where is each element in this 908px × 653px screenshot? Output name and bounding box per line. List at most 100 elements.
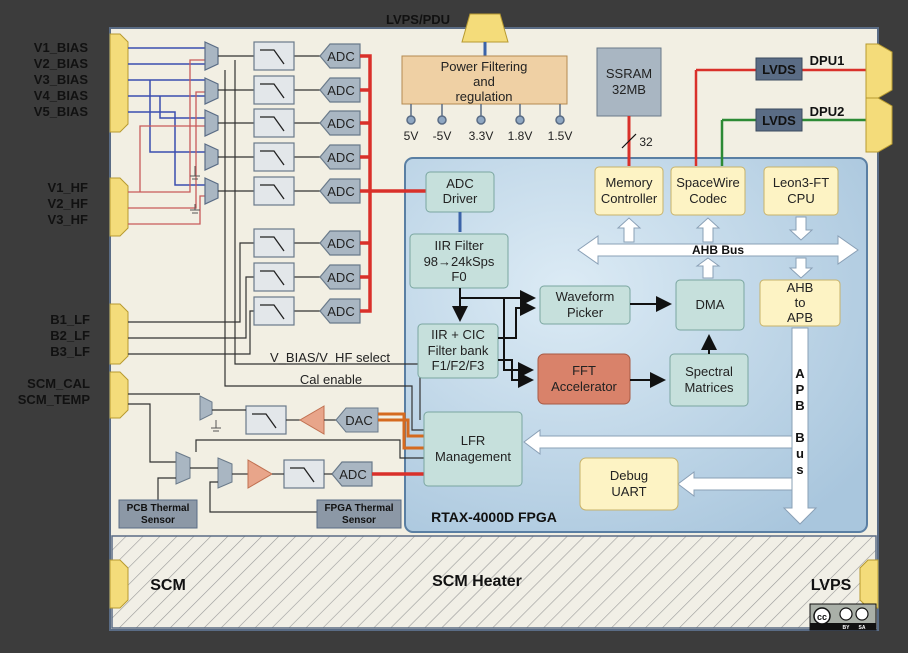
adc-9-label: ADC bbox=[339, 467, 366, 482]
scm-heater-area bbox=[111, 535, 877, 629]
v3-bias-label: V3_BIAS bbox=[34, 72, 89, 87]
leon-line-2: CPU bbox=[787, 191, 814, 206]
scm-heater-label: SCM Heater bbox=[432, 573, 522, 590]
apb-letter-a: A bbox=[795, 366, 805, 381]
cic-line-3: F1/F2/F3 bbox=[432, 358, 485, 373]
v1-hf-label: V1_HF bbox=[48, 180, 89, 195]
lfr-line-1: LFR bbox=[461, 433, 486, 448]
adc-7-label: ADC bbox=[327, 270, 354, 285]
ssram-line-1: SSRAM bbox=[606, 66, 652, 81]
cc-logo-text: cc bbox=[817, 612, 827, 622]
lvps-label: LVPS bbox=[811, 577, 852, 594]
memctrl-line-1: Memory bbox=[606, 175, 653, 190]
lvds-1-box bbox=[755, 57, 803, 81]
lf-connector bbox=[109, 303, 129, 365]
adc-4-label: ADC bbox=[327, 150, 354, 165]
waveform-line-2: Picker bbox=[567, 305, 604, 320]
leon-line-1: Leon3-FT bbox=[773, 175, 829, 190]
fpga-sensor-line-2: Sensor bbox=[342, 515, 376, 526]
dac-label: DAC bbox=[345, 413, 372, 428]
rail-1v5: 1.5V bbox=[548, 129, 573, 143]
bus-letter-s: s bbox=[796, 462, 803, 477]
ahb-bus-label: AHB Bus bbox=[692, 243, 744, 257]
adc-driver-line-1: ADC bbox=[446, 176, 473, 191]
pcb-thermal-sensor bbox=[118, 499, 198, 529]
lvds-2-box bbox=[755, 108, 803, 132]
cic-line-2: Filter bank bbox=[428, 343, 489, 358]
lvps-pdu-label: LVPS/PDU bbox=[386, 12, 450, 27]
lvps-pdu-connector bbox=[461, 13, 509, 43]
lvds-2-label: LVDS bbox=[762, 113, 796, 128]
dma-label: DMA bbox=[696, 297, 725, 312]
v4-bias-label: V4_BIAS bbox=[34, 88, 89, 103]
bus-width-label: 32 bbox=[639, 135, 653, 149]
b1-lf-label: B1_LF bbox=[50, 312, 90, 327]
adc-driver-line-2: Driver bbox=[443, 191, 478, 206]
rail-minus-5v: -5V bbox=[433, 129, 452, 143]
dpu1-label: DPU1 bbox=[810, 53, 845, 68]
power-line-1: Power Filtering bbox=[441, 59, 528, 74]
ssram-line-2: 32MB bbox=[612, 82, 646, 97]
power-line-3: regulation bbox=[455, 89, 512, 104]
bias-connector bbox=[109, 33, 129, 133]
iir-line-1: IIR Filter bbox=[434, 238, 484, 253]
cc-sa-text: SA bbox=[859, 625, 866, 631]
v3-hf-label: V3_HF bbox=[48, 212, 89, 227]
bus-letter-u: u bbox=[796, 446, 804, 461]
ahb-bus bbox=[577, 235, 859, 265]
cic-filter-box bbox=[417, 323, 499, 379]
ahb-apb-bridge-box bbox=[759, 279, 841, 327]
lvps-bottom-connector bbox=[859, 559, 879, 609]
fpga-thermal-sensor bbox=[316, 499, 402, 529]
iir-line-2: 98→24kSps bbox=[424, 254, 495, 269]
spectral-line-2: Matrices bbox=[684, 380, 734, 395]
scm-cal-label: SCM_CAL bbox=[27, 376, 90, 391]
apb-letter-p: P bbox=[796, 382, 805, 397]
dpu2-label: DPU2 bbox=[810, 104, 845, 119]
bus-letter-b: B bbox=[795, 430, 804, 445]
adc-1-label: ADC bbox=[327, 49, 354, 64]
ahb-apb-line-2: to bbox=[795, 295, 806, 310]
b3-lf-label: B3_LF bbox=[50, 344, 90, 359]
adc-8-label: ADC bbox=[327, 304, 354, 319]
select-signal-label: V_BIAS/V_HF select bbox=[270, 350, 390, 365]
dpu2-connector bbox=[865, 97, 893, 153]
ahb-apb-line-1: AHB bbox=[787, 280, 814, 295]
cc-by-text: BY bbox=[843, 625, 851, 631]
apb-letter-b: B bbox=[795, 398, 804, 413]
fft-line-2: Accelerator bbox=[551, 379, 617, 394]
hf-connector bbox=[109, 177, 129, 237]
rail-5v: 5V bbox=[404, 129, 419, 143]
spacewire-line-2: Codec bbox=[689, 191, 727, 206]
memctrl-line-2: Controller bbox=[601, 191, 658, 206]
spacewire-codec-box bbox=[670, 166, 746, 216]
fft-line-1: FFT bbox=[572, 363, 596, 378]
v5-bias-label: V5_BIAS bbox=[34, 104, 89, 119]
scm-bottom-connector bbox=[109, 559, 129, 609]
adc-3-label: ADC bbox=[327, 116, 354, 131]
adc-6-label: ADC bbox=[327, 236, 354, 251]
scm-label: SCM bbox=[150, 577, 186, 594]
fpga-sensor-line-1: FPGA Thermal bbox=[324, 503, 393, 514]
adc-5-label: ADC bbox=[327, 184, 354, 199]
scm-connector bbox=[109, 371, 129, 419]
rail-3v3: 3.3V bbox=[469, 129, 494, 143]
pcb-sensor-line-2: Sensor bbox=[141, 515, 175, 526]
lfr-line-2: Management bbox=[435, 449, 511, 464]
dpu1-connector bbox=[865, 43, 893, 99]
debug-line-1: Debug bbox=[610, 468, 648, 483]
scm-temp-label: SCM_TEMP bbox=[18, 392, 91, 407]
v2-hf-label: V2_HF bbox=[48, 196, 89, 211]
apb-bus bbox=[782, 327, 818, 525]
lfr-management-box bbox=[423, 411, 523, 487]
v2-bias-label: V2_BIAS bbox=[34, 56, 89, 71]
dma-box bbox=[675, 279, 745, 331]
b2-lf-label: B2_LF bbox=[50, 328, 90, 343]
spacewire-line-1: SpaceWire bbox=[676, 175, 740, 190]
fpga-title: RTAX-4000D FPGA bbox=[431, 509, 557, 525]
filter-chains bbox=[128, 55, 424, 431]
memory-controller-box bbox=[594, 166, 664, 216]
debug-line-2: UART bbox=[611, 484, 646, 499]
